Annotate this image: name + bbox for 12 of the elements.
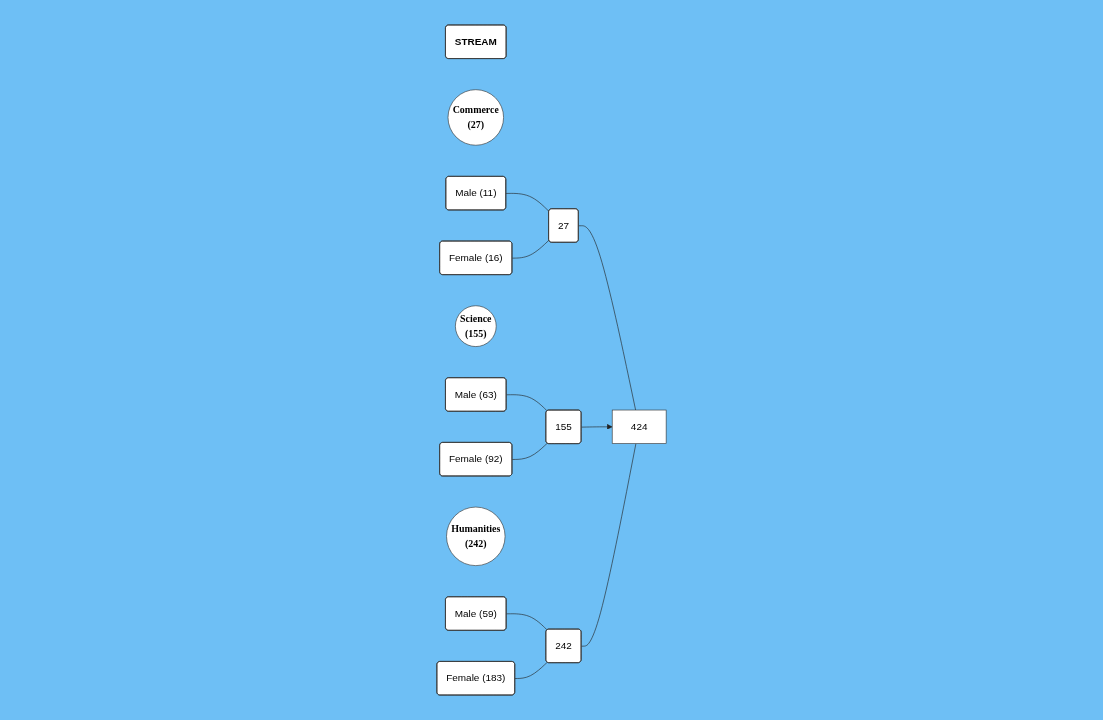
node-box: 424 bbox=[611, 409, 667, 444]
connector bbox=[578, 225, 636, 411]
connector bbox=[581, 443, 637, 647]
connector bbox=[505, 193, 550, 212]
connector bbox=[511, 442, 548, 460]
connector bbox=[506, 394, 548, 412]
node-circle: Science (155) bbox=[455, 305, 497, 347]
node-circle: Commerce (27) bbox=[447, 89, 504, 146]
connector bbox=[506, 613, 548, 631]
connector bbox=[514, 661, 548, 679]
connector bbox=[511, 239, 550, 259]
node-circle: Humanities (242) bbox=[446, 506, 506, 566]
